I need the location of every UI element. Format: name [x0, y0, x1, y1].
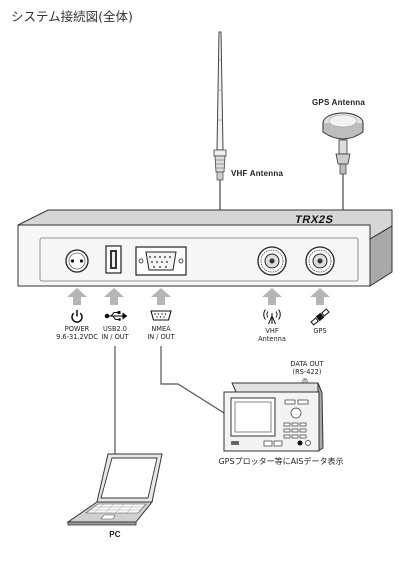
gps-bnc-connector: [305, 246, 335, 276]
gps-antenna-label: GPS Antenna: [312, 98, 366, 107]
power-label-voltage: 9.6-31.2VDC: [56, 332, 98, 341]
vhf-label-name: VHF: [265, 327, 279, 335]
vhf-bnc-connector: [257, 246, 287, 276]
port-label-gps: GPS: [313, 327, 327, 335]
usb-label-name: USB2.0: [102, 325, 128, 333]
trx2s-unit: [17, 209, 393, 287]
vhf-label-antenna: Antenna: [258, 334, 286, 343]
usb-connector: [105, 245, 122, 274]
power-icon: [71, 310, 83, 323]
nmea-connector: [135, 246, 187, 276]
port-label-usb: USB2.0 IN / OUT: [98, 325, 132, 341]
power-connector: [65, 249, 89, 273]
diagram-title: システム接続図(全体): [11, 9, 133, 24]
device-name: TRX2S: [294, 214, 335, 226]
gps-plotter: [223, 378, 324, 452]
data-out-name: DATA OUT: [290, 360, 324, 368]
nmea-label-name: NMEA: [151, 325, 171, 333]
satellite-icon: [310, 308, 330, 326]
port-label-power: POWER 9.6-31.2VDC: [52, 325, 102, 341]
pc-label: PC: [109, 530, 121, 539]
connection-arrows: [67, 288, 330, 305]
power-label-name: POWER: [64, 325, 90, 333]
usb-icon: [104, 311, 128, 321]
plotter-caption: GPSプロッター等にAISデータ表示: [218, 457, 344, 466]
laptop-pc: [66, 453, 163, 526]
vhf-antenna-label: VHF Antenna: [231, 169, 284, 178]
data-out-protocol: (RS-422): [292, 367, 322, 376]
nmea-label-direction: IN / OUT: [147, 332, 175, 341]
data-out-label: DATA OUT (RS-422): [282, 360, 332, 376]
antenna-signal-icon: [263, 309, 281, 325]
port-label-nmea: NMEA IN / OUT: [146, 325, 176, 341]
vhf-antenna: [213, 31, 227, 181]
gps-antenna: [322, 112, 364, 175]
port-label-vhf: VHF Antenna: [257, 327, 287, 343]
usb-label-direction: IN / OUT: [101, 332, 129, 341]
serial-port-icon: [150, 310, 172, 321]
